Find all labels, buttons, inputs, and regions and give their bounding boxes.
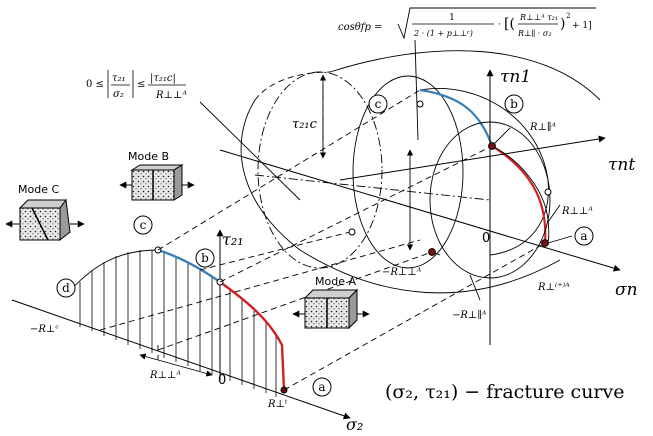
r-perp-plus-a-label: R⊥⁽⁺⁾ᴬ [537, 282, 570, 293]
inequality-formula: 0 ≤ τ₂₁ σ₂ ≤ |τ₂₁c| R⊥⊥ᴬ [86, 70, 187, 101]
svg-text:2: 2 [566, 12, 570, 20]
neg-r-perp-perp-a-label: −R⊥⊥ᴬ [382, 267, 422, 278]
svg-text:[(: [( [504, 16, 515, 32]
svg-text:): ) [560, 16, 565, 32]
curve-compression-part [64, 249, 159, 297]
svg-text:b: b [201, 251, 209, 265]
curve-red-segment [219, 281, 286, 391]
svg-text:c: c [140, 218, 147, 232]
tau-nt-axis [339, 135, 606, 181]
point-a-3d [541, 239, 549, 247]
point-a-marker-left: a [312, 377, 332, 397]
tau21c-label: τ₂₁c [292, 117, 318, 132]
point-c-marker-3d: c [368, 94, 388, 114]
svg-text:R⊥⊥ᴬ τ₂₁: R⊥⊥ᴬ τ₂₁ [519, 13, 558, 22]
svg-text:·: · [498, 20, 501, 30]
tau21-axis-label: τ₂₁ [222, 230, 244, 249]
svg-text:c: c [375, 97, 382, 111]
r-perp-perp-a-label: R⊥⊥ᴬ [561, 206, 593, 217]
svg-text:R⊥∥ · σ₂: R⊥∥ · σ₂ [517, 29, 552, 38]
point-b-marker-3d: b [504, 94, 524, 114]
point-tau-nt-3d [544, 188, 552, 196]
mode-a-label: Mode A [315, 275, 356, 288]
neg-r-perp-parallel-a-label: −R⊥∥ᴬ [452, 309, 487, 321]
sigma2-axis-label: σ₂ [346, 415, 363, 434]
mode-b-label: Mode B [128, 150, 169, 163]
svg-text:|τ₂₁c|: |τ₂₁c| [150, 73, 176, 84]
svg-text:τ₂₁: τ₂₁ [112, 73, 126, 84]
curve-blue-segment [157, 248, 221, 283]
point-c-marker-left: c [133, 215, 153, 235]
point-b-marker-left: b [195, 248, 215, 268]
tau-nt-axis-label: τnt [608, 155, 635, 175]
point-left-3d [348, 228, 356, 236]
fracture-curve-caption: (σ₂, τ₂₁) − fracture curve [385, 381, 625, 403]
r-perp-t-label: R⊥ᵗ [267, 399, 288, 410]
svg-text:d: d [62, 281, 70, 295]
sigma-n-axis-label: σn [615, 280, 638, 300]
cos-theta-lhs: cosθfp = [338, 22, 382, 33]
point-neg-r-3d [428, 248, 436, 256]
r-perp-perp-dimension [139, 353, 213, 377]
mode-a-specimen [292, 288, 370, 330]
left-2d-plot [11, 229, 351, 420]
neg-r-perp-c-label: −R⊥ᶜ [30, 324, 59, 335]
point-a-marker-3d: a [574, 226, 594, 246]
point-b-3d [488, 142, 496, 150]
point-d-marker: d [56, 278, 76, 298]
svg-text:a: a [318, 380, 325, 394]
svg-text:σ₂: σ₂ [113, 89, 124, 100]
cos-theta-formula-graphic: 1 2 · (1 + p⊥⊥ᶜ) · [( R⊥⊥ᴬ τ₂₁ R⊥∥ · σ₂ … [397, 7, 596, 40]
svg-text:1: 1 [449, 13, 455, 23]
cylinder [99, 39, 621, 391]
origin-zero-left: 0 [218, 373, 226, 388]
origin-zero-3d: 0 [482, 231, 490, 246]
svg-text:R⊥⊥ᴬ: R⊥⊥ᴬ [155, 90, 187, 101]
mode-b-specimen [119, 164, 195, 201]
svg-text:≤: ≤ [137, 79, 145, 90]
svg-text:b: b [510, 97, 518, 111]
sigma2-axis [11, 299, 351, 420]
svg-text:0 ≤: 0 ≤ [86, 79, 104, 90]
svg-text:+ 1]: + 1] [572, 21, 592, 31]
r-perp-parallel-a-label: R⊥∥ᴬ [529, 121, 557, 133]
hatch-lines [79, 250, 277, 397]
tau-n1-axis-label: τn1 [500, 67, 531, 87]
r-perp-perp-a-left-label: R⊥⊥ᴬ [149, 370, 181, 381]
svg-text:a: a [580, 229, 587, 243]
mode-c-specimen [5, 198, 85, 242]
blue-arc-3d [419, 88, 494, 147]
sigma-n-axis [219, 149, 621, 272]
svg-text:2 · (1 + p⊥⊥ᶜ): 2 · (1 + p⊥⊥ᶜ) [413, 29, 473, 38]
mode-c-label: Mode C [18, 183, 59, 196]
point-c-3d [416, 100, 424, 108]
